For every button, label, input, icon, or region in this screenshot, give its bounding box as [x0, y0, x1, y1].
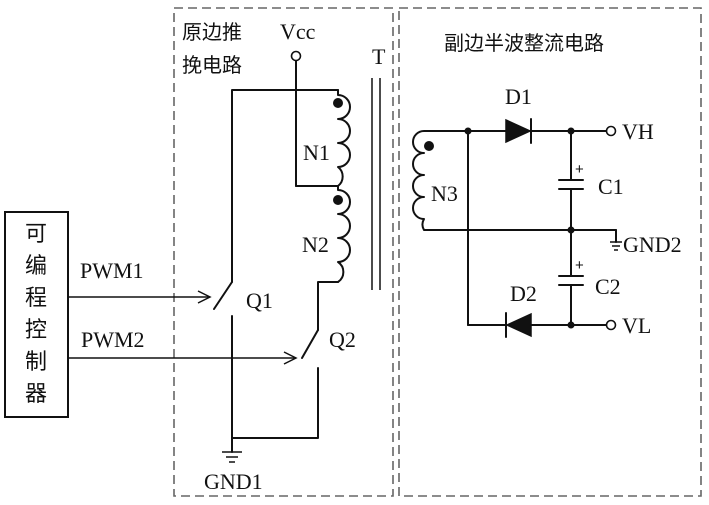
n1-coil: [337, 89, 351, 187]
q2-drain-wire: [317, 281, 339, 331]
q1-label: Q1: [246, 288, 273, 313]
d1-diode: [505, 118, 532, 144]
n2-polarity-dot: [333, 195, 343, 205]
n2-label: N2: [302, 232, 329, 257]
controller-char-4: 控: [25, 318, 47, 343]
c2-polarity: +: [575, 257, 584, 274]
c1-label: C1: [598, 174, 624, 199]
vcc-terminal: [290, 50, 302, 62]
n2-coil: [337, 185, 351, 283]
n1-polarity-dot: [333, 98, 343, 108]
secondary-title: 副边半波整流电路: [444, 31, 604, 55]
q2-label: Q2: [329, 327, 356, 352]
transformer-label: T: [372, 44, 386, 69]
vh-label: VH: [622, 119, 654, 144]
gnd1-symbol: [222, 451, 242, 463]
c2-label: C2: [595, 274, 621, 299]
controller-box: [4, 211, 69, 418]
gnd1-label: GND1: [204, 469, 263, 494]
q1-drain-wire: [231, 89, 339, 283]
q1-switch-blade: [213, 281, 233, 310]
n3-label: N3: [431, 181, 458, 206]
q2-switch-blade: [301, 329, 319, 359]
pwm2-label: PWM2: [81, 327, 145, 352]
d2-label: D2: [510, 281, 537, 306]
secondary-region-box: [398, 7, 702, 497]
n3-polarity-dot: [424, 141, 434, 151]
pwm2-arrowhead: [283, 351, 298, 365]
primary-title-line1: 原边推: [182, 20, 242, 44]
controller-char-2: 编: [25, 254, 47, 279]
primary-title-line2: 挽电路: [182, 53, 242, 77]
vcc-label: Vcc: [280, 19, 316, 44]
controller-label: 可 编 程 控 制 器: [25, 222, 47, 407]
pwm1-label: PWM1: [80, 258, 144, 283]
gnd2-symbol: [610, 241, 622, 251]
d2-diode: [505, 312, 532, 338]
c1-polarity: +: [575, 161, 584, 178]
n1-label: N1: [303, 140, 330, 165]
vh-terminal: [605, 125, 617, 137]
q2-source-wire: [231, 367, 319, 439]
junction-vl: [567, 321, 575, 329]
controller-char-1: 可: [25, 222, 47, 247]
vl-label: VL: [622, 313, 651, 338]
controller-char-6: 器: [25, 382, 47, 407]
d1-label: D1: [505, 84, 532, 109]
gnd2-label: GND2: [623, 232, 682, 257]
vl-terminal: [605, 319, 617, 331]
n3-coil: [412, 130, 431, 231]
primary-region-box: [173, 7, 394, 497]
pwm1-arrowhead: [197, 290, 212, 304]
controller-char-3: 程: [25, 286, 47, 311]
controller-char-5: 制: [25, 350, 47, 375]
